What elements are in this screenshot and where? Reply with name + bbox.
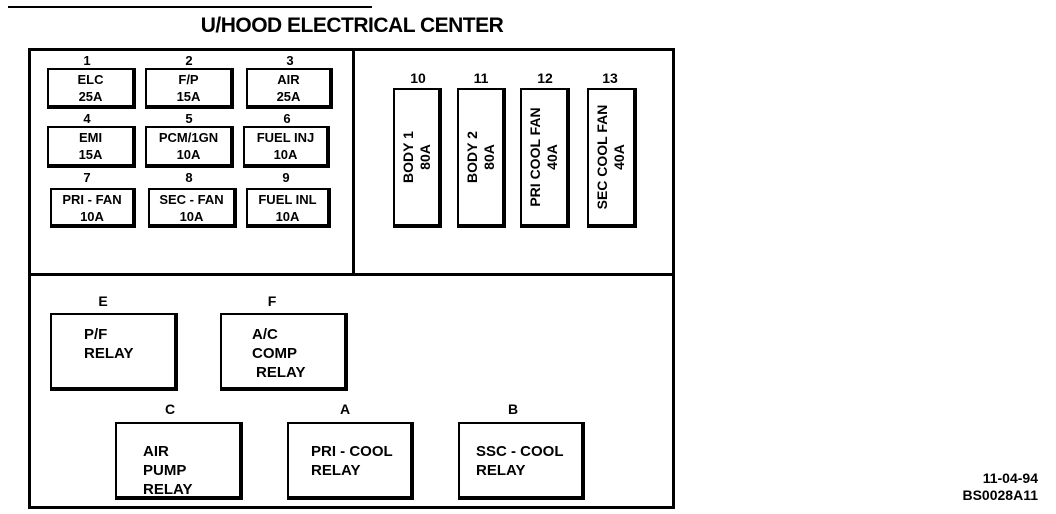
maxi-fuse-label: BODY 1 <box>399 131 416 183</box>
fuse-amperage: 25A <box>78 89 103 104</box>
fuse-amperage: 10A <box>273 147 298 162</box>
fuse-fuel-inj: FUEL INJ 10A <box>243 126 330 168</box>
fuse-number: 8 <box>185 170 193 185</box>
fuse-number: 7 <box>83 170 91 185</box>
relay-label-line: RELAY <box>256 364 306 381</box>
maxi-fuse-pri-cool-fan: PRI COOL FAN 40A <box>520 88 570 228</box>
relay-p-f: P/F RELAY <box>50 313 178 391</box>
fuse-sec-fan: SEC - FAN 10A <box>148 188 237 228</box>
fuse-elc: ELC 25A <box>47 68 136 109</box>
vertical-divider <box>352 48 355 276</box>
fuse-number: 2 <box>185 53 193 68</box>
relay-label-line: AIR <box>143 443 169 460</box>
fuse-air: AIR 25A <box>246 68 333 109</box>
relay-letter: C <box>164 401 176 417</box>
electrical-center-outline <box>28 48 675 509</box>
relay-label-line: A/C <box>252 326 278 343</box>
figure-code: BS0028A11 <box>962 487 1038 503</box>
maxi-fuse-number: 13 <box>602 70 618 86</box>
relay-label-line: RELAY <box>476 462 526 479</box>
fuse-label: ELC <box>77 72 104 87</box>
fuse-number: 9 <box>282 170 290 185</box>
fuse-fuel-inl: FUEL INL 10A <box>246 188 331 228</box>
fuse-label: SEC - FAN <box>159 192 224 207</box>
fuse-amperage: 10A <box>176 147 201 162</box>
fuse-amperage: 15A <box>78 147 103 162</box>
maxi-fuse-amperage: 40A <box>611 144 627 170</box>
maxi-fuse-body-1: BODY 1 80A <box>393 88 442 228</box>
maxi-fuse-label: BODY 2 <box>463 131 480 183</box>
fuse-amperage: 10A <box>275 209 300 224</box>
maxi-fuse-number: 12 <box>537 70 553 86</box>
relay-air-pump: AIR PUMP RELAY <box>115 422 243 500</box>
fuse-label: EMI <box>78 130 103 145</box>
fuse-label: PCM/1GN <box>158 130 219 145</box>
fuse-number: 3 <box>286 53 294 68</box>
relay-letter: E <box>98 293 108 309</box>
maxi-fuse-label: SEC COOL FAN <box>594 104 610 210</box>
fuse-label: FUEL INL <box>258 192 317 207</box>
fuse-label: AIR <box>277 72 300 87</box>
fuse-pri-fan: PRI - FAN 10A <box>50 188 136 228</box>
relay-label-line: COMP <box>252 345 297 362</box>
relay-label-line: RELAY <box>311 462 361 479</box>
relay-label-line: RELAY <box>84 345 134 362</box>
relay-label-line: PUMP <box>143 462 187 479</box>
relay-label-line: RELAY <box>143 481 193 498</box>
fuse-number: 1 <box>83 53 91 68</box>
date-code: 11-04-94 <box>982 470 1038 486</box>
fuse-amperage: 15A <box>176 89 201 104</box>
relay-pri-cool: PRI - COOL RELAY <box>287 422 414 500</box>
fuse-label: F/P <box>178 72 199 87</box>
relay-label-line: P/F <box>84 326 108 343</box>
fuse-number: 4 <box>83 111 91 126</box>
maxi-fuse-body-2: BODY 2 80A <box>457 88 506 228</box>
top-rule <box>8 6 372 8</box>
relay-label-line: SSC - COOL <box>476 443 564 460</box>
fuse-label: PRI - FAN <box>62 192 122 207</box>
fuse-pcm-ign: PCM/1GN 10A <box>145 126 234 168</box>
diagram-title: U/HOOD ELECTRICAL CENTER <box>200 14 504 37</box>
maxi-fuse-sec-cool-fan: SEC COOL FAN 40A <box>587 88 637 228</box>
maxi-fuse-amperage: 80A <box>480 144 497 170</box>
relay-letter: A <box>339 401 351 417</box>
fuse-emi: EMI 15A <box>47 126 136 168</box>
relay-letter: B <box>507 401 519 417</box>
fuse-number: 5 <box>185 111 193 126</box>
maxi-fuse-amperage: 80A <box>416 144 433 170</box>
horizontal-divider <box>28 273 675 276</box>
maxi-fuse-number: 10 <box>410 70 426 86</box>
fuse-number: 6 <box>283 111 291 126</box>
fuse-amperage: 10A <box>80 209 104 224</box>
fuse-amperage: 25A <box>276 89 301 104</box>
relay-letter: F <box>267 293 277 309</box>
fuse-label: FUEL INJ <box>256 130 315 145</box>
relay-label-line: PRI - COOL <box>311 443 393 460</box>
maxi-fuse-number: 11 <box>473 70 489 86</box>
fuse-amperage: 10A <box>179 209 204 224</box>
maxi-fuse-label: PRI COOL FAN <box>527 107 543 207</box>
relay-ssc-cool: SSC - COOL RELAY <box>458 422 585 500</box>
fuse-f-p: F/P 15A <box>145 68 234 109</box>
maxi-fuse-amperage: 40A <box>544 144 560 170</box>
relay-a-c-comp: A/C COMP RELAY <box>220 313 348 391</box>
